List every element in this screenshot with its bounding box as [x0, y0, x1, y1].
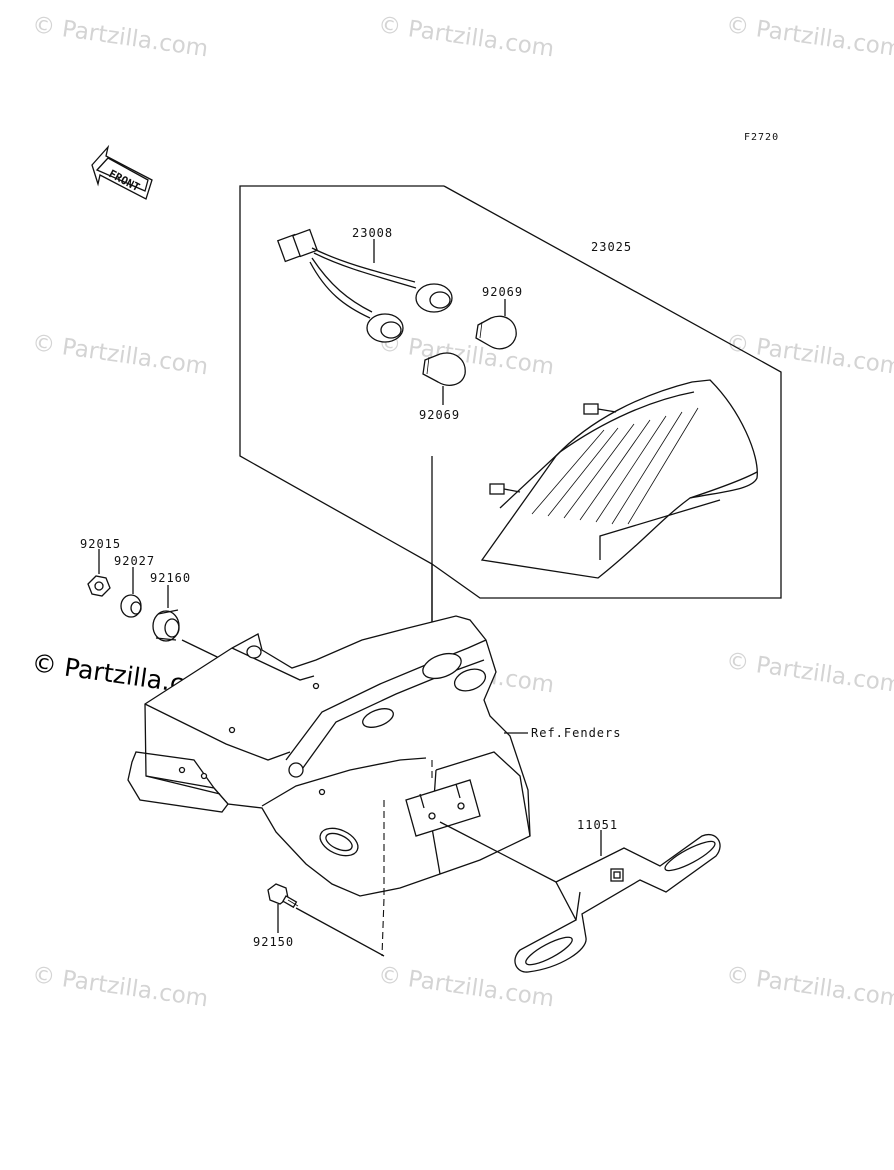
nut-92015 — [87, 575, 111, 597]
part-label-92069-upper[interactable]: 92069 — [482, 285, 524, 299]
part-label-ref-fenders[interactable]: Ref.Fenders — [531, 726, 622, 740]
front-arrow-icon: FRONT — [91, 144, 153, 200]
bulb-upper — [475, 315, 517, 350]
part-label-11051[interactable]: 11051 — [577, 818, 619, 832]
part-label-92069-lower[interactable]: 92069 — [419, 408, 461, 422]
collar-92027 — [120, 594, 142, 618]
tail-lamp — [480, 379, 758, 579]
part-label-92150[interactable]: 92150 — [253, 935, 295, 949]
bulb-lower — [422, 352, 466, 386]
leader-92150-to-frame — [295, 907, 385, 957]
grommet-92160 — [152, 609, 180, 642]
assembly-box-outline-right — [431, 185, 782, 599]
leader-bracket — [439, 821, 557, 883]
rear-frame — [127, 615, 531, 897]
part-label-92160[interactable]: 92160 — [150, 571, 192, 585]
wiring-harness — [276, 228, 453, 343]
dashed-ref-bolt — [381, 800, 385, 957]
part-label-92027[interactable]: 92027 — [114, 554, 156, 568]
license-bracket — [514, 833, 721, 973]
part-label-92015[interactable]: 92015 — [80, 537, 122, 551]
bolt-92150 — [267, 883, 299, 909]
diagram-code: F2720 — [744, 132, 780, 143]
part-label-23008[interactable]: 23008 — [352, 226, 394, 240]
part-label-23025[interactable]: 23025 — [591, 240, 633, 254]
